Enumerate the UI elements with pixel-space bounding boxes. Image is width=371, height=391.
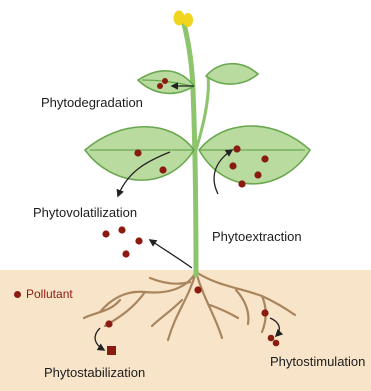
label-phytovolatilization: Phytovolatilization [33, 206, 137, 219]
pollutant-dot [159, 166, 166, 173]
extraction-arrow-left [150, 240, 192, 268]
pollutant-dot [102, 230, 109, 237]
pollutant-dot [194, 286, 201, 293]
pollutant-dot [261, 155, 268, 162]
pollutant-dot [273, 340, 280, 347]
label-phytostimulation: Phytostimulation [270, 355, 365, 368]
pollutant-dot [105, 320, 112, 327]
flower-bud [174, 11, 185, 26]
legend: Pollutant [14, 287, 73, 301]
label-phytodegradation: Phytodegradation [41, 96, 143, 109]
pollutant-dot [233, 145, 240, 152]
stabilized-pollutant-square [107, 346, 116, 355]
pollutant-dot [261, 309, 268, 316]
top-right-leaf [206, 64, 258, 84]
pollutant-dot [162, 78, 168, 84]
legend-pollutant-label: Pollutant [26, 287, 73, 301]
pollutant-dot [157, 83, 163, 89]
pollutant-dot [118, 226, 125, 233]
flower-bud [183, 13, 193, 27]
pollutant-dot [254, 171, 261, 178]
pollutant-dot [268, 335, 275, 342]
pollutant-dot [134, 149, 141, 156]
label-phytoextraction: Phytoextraction [212, 230, 302, 243]
label-phytostabilization: Phytostabilization [44, 366, 145, 379]
pollutant-dot [135, 237, 142, 244]
pollutant-dot [122, 250, 129, 257]
pollutant-dot [229, 162, 236, 169]
pollutant-legend-dot [14, 291, 21, 298]
pollutant-dot [238, 180, 245, 187]
